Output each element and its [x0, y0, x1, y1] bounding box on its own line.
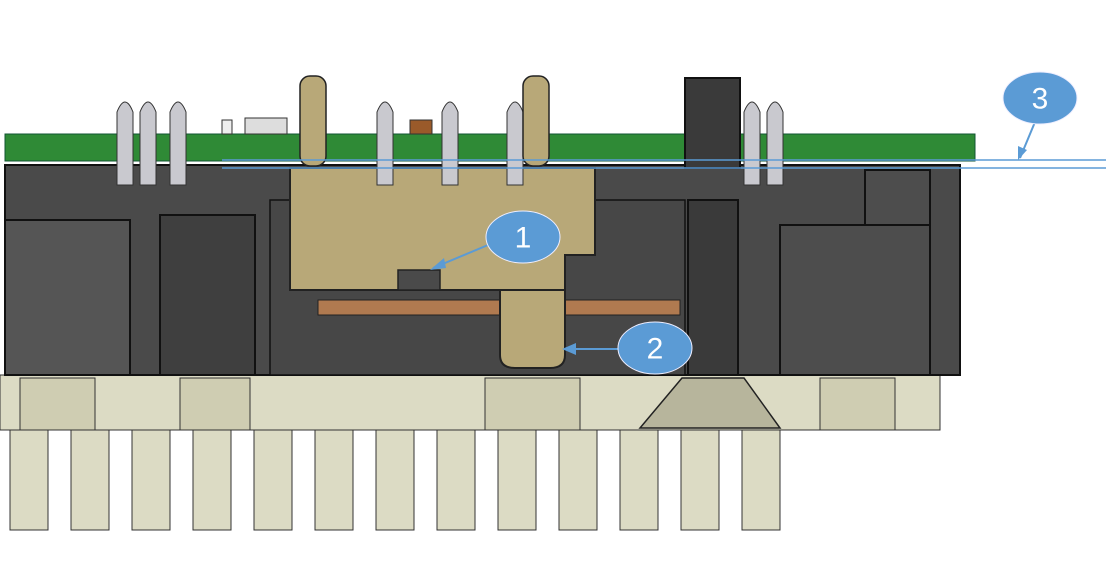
heatsink-fin	[680, 424, 720, 531]
pcb-board	[4, 133, 976, 162]
heatsink-fin	[192, 424, 232, 531]
callout-3-label: 3	[1032, 83, 1049, 116]
press-fit-pin	[116, 101, 134, 186]
capacitor-right-top	[864, 169, 931, 231]
heatsink-fins	[9, 424, 781, 531]
guide-post-right	[522, 75, 550, 167]
callout-2: 2	[562, 321, 693, 375]
heatsink-fin	[9, 424, 49, 531]
connector-notch	[397, 269, 441, 291]
press-fit-pins	[116, 101, 784, 186]
press-fit-pin	[376, 101, 394, 186]
connector-peg	[499, 289, 566, 369]
callout-2-label: 2	[647, 333, 664, 366]
heatsink-fin	[741, 424, 781, 531]
capacitor-left	[4, 219, 131, 376]
press-fit-pin	[766, 101, 784, 186]
heatsink-fin	[70, 424, 110, 531]
heatsink-fin	[619, 424, 659, 531]
smd-component	[244, 117, 288, 135]
capacitor-right	[779, 224, 931, 376]
heatsink-fin	[558, 424, 598, 531]
press-fit-pin	[169, 101, 187, 186]
heatsink-fin	[497, 424, 537, 531]
heatsink-fin	[131, 424, 171, 531]
smd-component	[221, 119, 233, 135]
callout-1-label: 1	[515, 222, 532, 255]
smd-component	[409, 119, 433, 135]
heatsink-fin	[314, 424, 354, 531]
callout-1: 1	[430, 210, 561, 270]
guide-post-left	[299, 75, 327, 167]
press-fit-pin	[743, 101, 761, 186]
press-fit-pin	[506, 101, 524, 186]
component-left-block	[159, 214, 256, 376]
screw-shaft	[687, 199, 739, 376]
press-fit-pin	[441, 101, 459, 186]
screw-standoff	[684, 77, 741, 169]
base-bosses	[19, 377, 896, 431]
heatsink-base	[0, 374, 941, 431]
heatsink-fin	[375, 424, 415, 531]
heatsink-fin	[253, 424, 293, 531]
screw-head	[638, 377, 782, 429]
callout-3: 3	[1002, 71, 1078, 160]
heatsink-fin	[436, 424, 476, 531]
press-fit-pin	[139, 101, 157, 186]
